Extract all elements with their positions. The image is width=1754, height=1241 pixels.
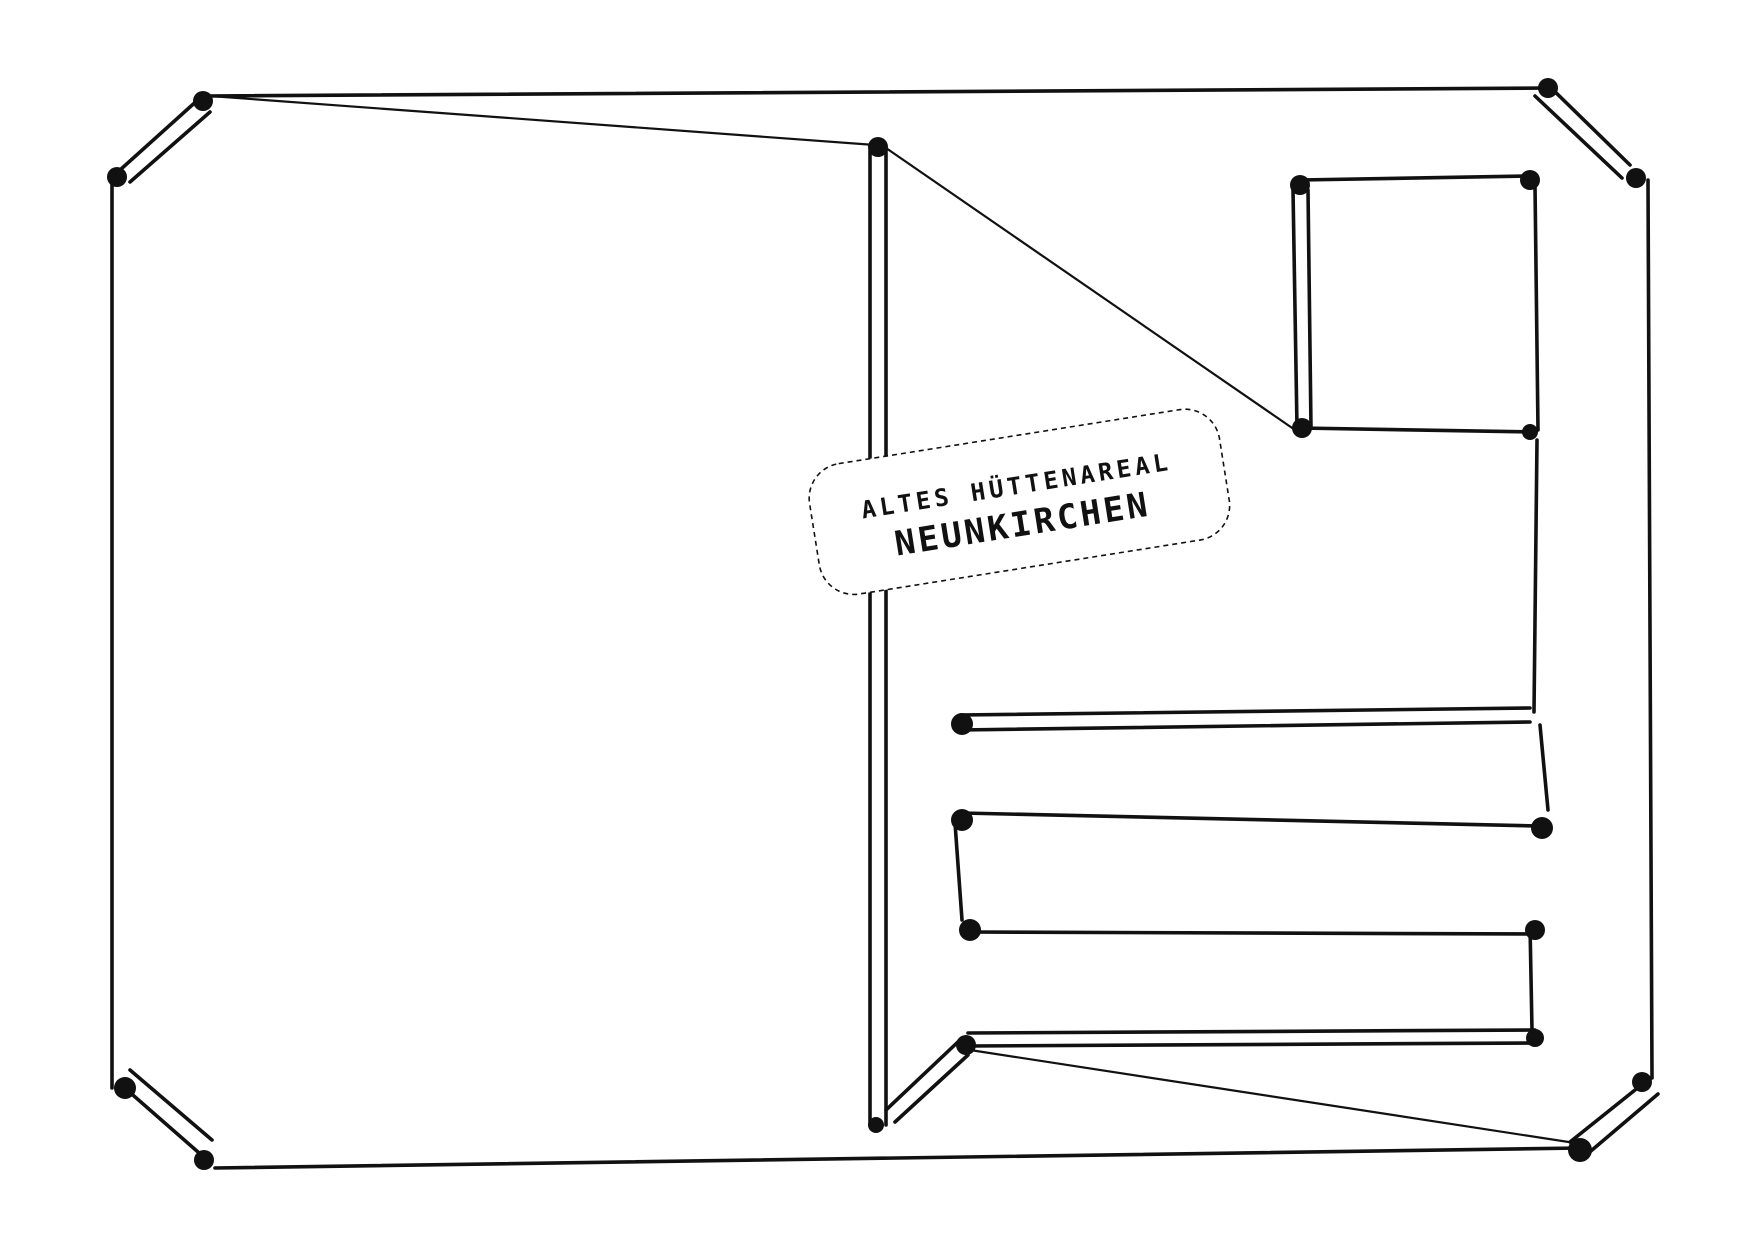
label-plate (808, 408, 1231, 596)
horizontal-bar-upper (958, 706, 1532, 732)
lower-bar-and-brace (884, 1028, 1577, 1145)
joint-nodes (107, 78, 1652, 1170)
central-post (868, 146, 1300, 1127)
right-spine (1532, 438, 1550, 812)
place-label: ALTES HÜTTENAREAL NEUNKIRCHEN (808, 408, 1231, 596)
upper-right-square (1291, 174, 1540, 434)
connector-zigzag (953, 811, 1540, 1032)
outer-frame (110, 80, 1660, 1170)
